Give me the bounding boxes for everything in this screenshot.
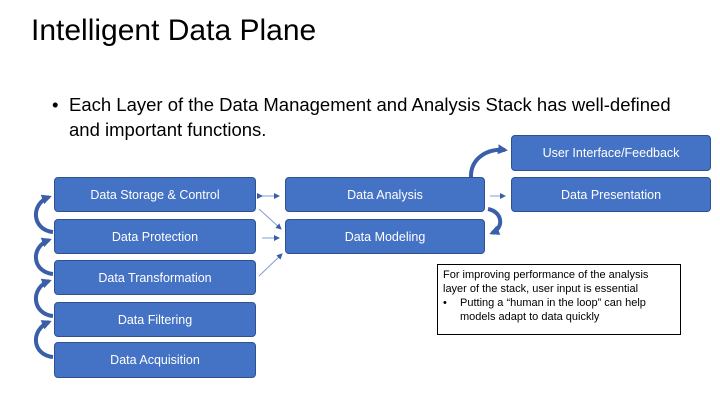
box-user-interface-feedback: User Interface/Feedback [511,135,711,171]
curved-arrow-protection-to-storage [33,194,54,234]
box-data-filtering: Data Filtering [54,302,256,337]
curved-arrow-analysis-to-ui [468,144,508,179]
box-data-transformation: Data Transformation [54,260,256,295]
box-data-storage-control: Data Storage & Control [54,177,256,212]
connector-transformation-to-modeling [258,253,283,277]
box-data-protection: Data Protection [54,219,256,254]
box-data-presentation: Data Presentation [511,177,711,212]
curved-arrow-transformation-to-protection [33,237,54,276]
curved-arrow-analysis-to-modeling [487,207,503,235]
note-bullet-marker: • [443,297,447,309]
box-data-analysis: Data Analysis [285,177,485,212]
note-bullet-item: • Putting a “human in the loop” can help… [443,296,675,324]
note-box: For improving performance of the analysi… [437,264,681,335]
bullet-point: • Each Layer of the Data Management and … [52,92,672,142]
bullet-text: Each Layer of the Data Management and An… [69,94,671,140]
box-data-acquisition: Data Acquisition [54,342,256,378]
curved-arrow-filtering-to-transformation [33,278,54,318]
bullet-marker: • [52,94,59,115]
note-bullet-text: Putting a “human in the loop” can help m… [460,297,646,323]
box-data-modeling: Data Modeling [285,219,485,254]
slide-title: Intelligent Data Plane [31,14,317,47]
note-intro: For improving performance of the analysi… [443,269,649,295]
curved-arrow-acquisition-to-filtering [33,320,54,359]
connector-storage-to-modeling [258,208,282,230]
